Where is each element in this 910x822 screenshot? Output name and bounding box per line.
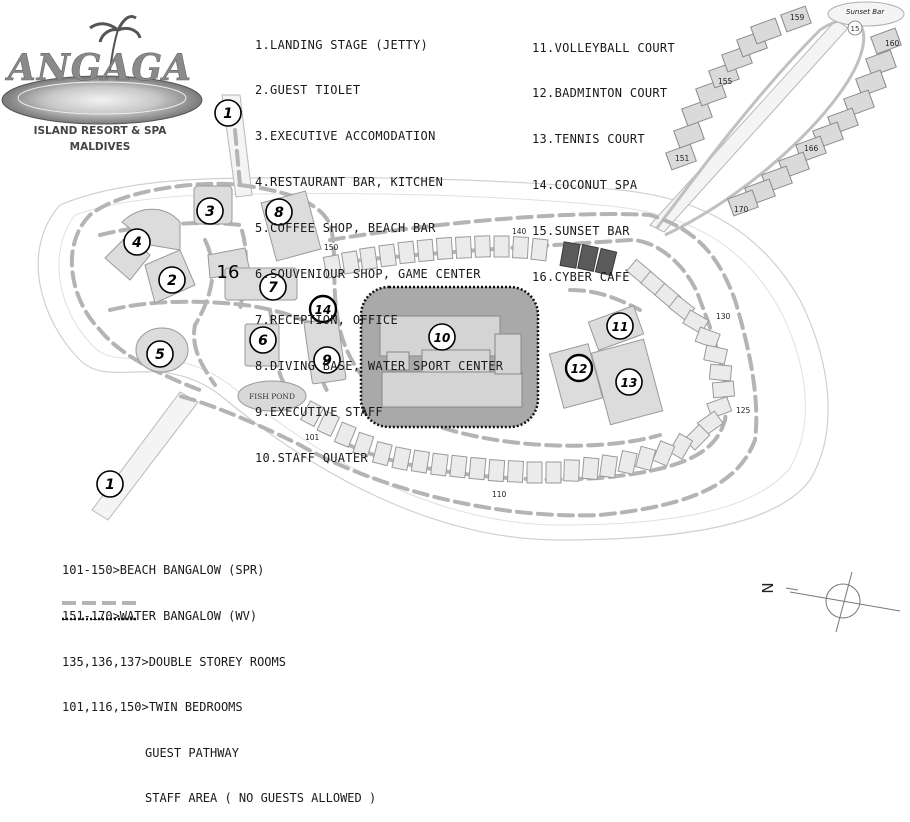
marker-1-bottom: 1 — [96, 470, 124, 498]
legend-double-storey: 135,136,137>DOUBLE STOREY ROOMS — [62, 654, 286, 669]
marker-10-label: 10 — [434, 331, 451, 345]
marker-3: 3 — [196, 197, 224, 225]
facility-legend-right: 11.VOLLEYBALL COURT 12.BADMINTON COURT 1… — [532, 10, 675, 301]
legend-item-8: 8.DIVING BASE, WATER SPORT CENTER — [255, 358, 504, 373]
marker-2-label: 2 — [167, 273, 177, 289]
resort-name: ISLAND RESORT & SPA — [34, 125, 168, 137]
legend-item-13: 13.TENNIS COURT — [532, 132, 645, 147]
marker-8: 8 — [265, 198, 293, 226]
legend-item-16: 16.CYBER CAFÉ — [532, 270, 630, 285]
marker-1-top-label: 1 — [223, 106, 233, 122]
staff-quarter-blocks — [379, 315, 523, 408]
water-villas — [665, 5, 902, 217]
marker-5-label: 5 — [155, 347, 165, 363]
legend-item-15: 15.SUNSET BAR — [532, 224, 630, 239]
marker-9: 9 — [313, 346, 341, 374]
north-compass — [785, 571, 901, 633]
legend-item-3: 3.EXECUTIVE ACCOMODATION — [255, 129, 436, 144]
sunset-bar — [827, 1, 905, 27]
room-label-160: 160 — [885, 39, 900, 48]
marker-14-label: 14 — [315, 303, 332, 317]
marker-6-label: 6 — [258, 333, 268, 349]
legend-staff-area: STAFF AREA ( NO GUESTS ALLOWED ) — [145, 791, 377, 806]
resort-logo: ANGAGA ISLAND RESORT & SPA MALDIVES — [1, 15, 203, 153]
marker-1-top: 1 — [214, 99, 242, 127]
marker-13-label: 13 — [621, 376, 638, 390]
double-storey-rooms — [559, 241, 618, 277]
facility-markers: 1 1 2 3 4 5 6 7 8 9 10 11 12 13 14 16 — [96, 99, 643, 498]
logo-text: ANGAGA — [5, 47, 192, 89]
room-label-159: 159 — [790, 13, 805, 22]
legend-item-2: 2.GUEST TIOLET — [255, 83, 361, 98]
marker-11: 11 — [606, 312, 634, 340]
legend-beach-bungalow: 101-150>BEACH BANGALOW (SPR) — [62, 563, 265, 578]
marker-7-label: 7 — [268, 280, 278, 296]
legend-item-14: 14.COCONUT SPA — [532, 178, 638, 193]
marker-1-bottom-label: 1 — [105, 477, 115, 493]
sunset-bar-label: Sunset Bar — [846, 8, 885, 16]
legend-item-5: 5.COFFEE SHOP, BEACH BAR — [255, 221, 436, 236]
marker-13: 13 — [615, 368, 643, 396]
legend-item-1: 1.LANDING STAGE (JETTY) — [255, 37, 429, 52]
facility-legend-left: 1.LANDING STAGE (JETTY) 2.GUEST TIOLET 3… — [255, 7, 503, 481]
marker-8-label: 8 — [274, 205, 284, 221]
room-label-150: 150 — [324, 243, 339, 252]
marker-2: 2 — [158, 266, 186, 294]
room-label-110: 110 — [492, 490, 507, 499]
island-outer-outline — [37, 176, 829, 541]
legend-item-10: 10.STAFF QUATER — [255, 450, 368, 465]
marker-4: 4 — [123, 228, 151, 256]
room-label-170: 170 — [734, 205, 749, 214]
room-label-125: 125 — [736, 406, 751, 415]
jetty-bottom — [91, 391, 199, 521]
palm-tree-icon — [89, 15, 142, 71]
room-type-legend: 101-150>BEACH BANGALOW (SPR) 151-170>WAT… — [62, 533, 376, 822]
room-label-140: 140 — [512, 227, 527, 236]
north-label: N — [759, 582, 777, 593]
legend-item-11: 11.VOLLEYBALL COURT — [532, 40, 675, 55]
marker-16-label: 16 — [217, 262, 240, 283]
legend-water-bungalow: 151-170>WATER BANGALOW (WV) — [62, 609, 258, 624]
room-label-155: 155 — [718, 77, 733, 86]
legend-item-4: 4.RESTAURANT BAR, KITCHEN — [255, 175, 444, 190]
fish-pond-label: FISH POND — [249, 392, 295, 401]
marker-3-label: 3 — [205, 204, 215, 220]
resort-map: FISH POND 150 140 130 125 110 101 151 15… — [1, 1, 905, 633]
resort-country: MALDIVES — [70, 141, 131, 153]
logo-ellipse — [1, 75, 203, 125]
legend-item-6: 6.SOUVENIOUR SHOP, GAME CENTER — [255, 267, 481, 282]
legend-twin-bedrooms: 101,116,150>TWIN BEDROOMS — [62, 700, 243, 715]
room-label-101: 101 — [305, 433, 320, 442]
beach-bungalows — [299, 235, 736, 484]
marker-16: 16 — [217, 262, 240, 283]
fish-pond — [237, 380, 307, 412]
marker-7: 7 — [259, 273, 287, 301]
legend-item-7: 7.RECEPTION, OFFICE — [255, 312, 398, 327]
sunset-bar-number: 15 — [851, 25, 860, 33]
marker-6: 6 — [249, 326, 277, 354]
marker-10: 10 — [428, 323, 456, 351]
marker-9-label: 9 — [322, 353, 332, 369]
room-label-166: 166 — [804, 144, 819, 153]
room-label-130: 130 — [716, 312, 731, 321]
legend-item-12: 12.BADMINTON COURT — [532, 86, 668, 101]
sunset-bar-number-circle — [847, 20, 863, 36]
room-number-labels: 150 140 130 125 110 101 151 155 159 160 … — [305, 8, 900, 499]
legend-item-9: 9.EXECUTIVE STAFF — [255, 404, 383, 419]
marker-5: 5 — [146, 340, 174, 368]
marker-11-label: 11 — [612, 320, 629, 334]
room-label-151: 151 — [675, 154, 690, 163]
marker-4-label: 4 — [131, 235, 142, 251]
marker-12-label: 12 — [571, 362, 588, 376]
marker-14: 14 — [308, 294, 338, 324]
marker-12: 12 — [564, 353, 594, 383]
legend-guest-pathway: GUEST PATHWAY — [145, 745, 239, 760]
